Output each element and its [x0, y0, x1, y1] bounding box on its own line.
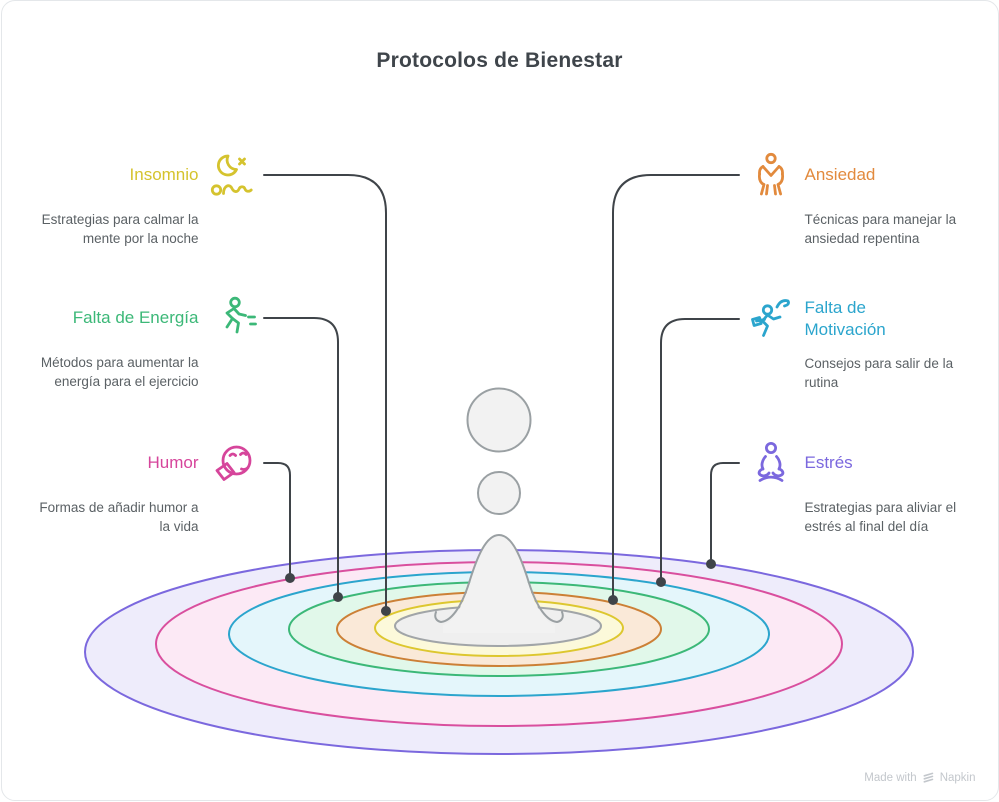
splash-column-outline [433, 533, 564, 624]
anxious-person-icon [747, 151, 795, 199]
item-insomnio-label: Insomnio [129, 164, 199, 184]
droplet-small [476, 471, 521, 515]
item-energia-label: Falta de Energía [72, 307, 199, 327]
connector-dot-energia [332, 592, 343, 602]
connector-dot-insomnio [380, 606, 391, 616]
connector-energia [262, 317, 339, 598]
item-motivacion-label: Falta de Motivación [804, 297, 886, 339]
item-estres: Estrés Estrategias para aliviar el estré… [747, 437, 967, 536]
item-motivacion: Falta de Motivación Consejos para salir … [747, 293, 979, 392]
item-ansiedad: Ansiedad Técnicas para manejar la ansied… [747, 149, 967, 248]
connector-dot-ansiedad [607, 595, 618, 605]
item-motivacion-desc: Consejos para salir de la rutina [804, 356, 954, 391]
splash-column-fill [442, 536, 555, 633]
item-humor-label: Humor [147, 452, 199, 472]
item-ansiedad-label: Ansiedad [804, 164, 876, 184]
connector-motivacion [659, 318, 740, 583]
item-insomnio: Insomnio Estrategias para calmar la ment… [37, 149, 257, 248]
page-title: Protocolos de Bienestar [376, 49, 623, 72]
connector-dot-humor [284, 573, 295, 583]
runner-icon [209, 294, 257, 342]
item-energia-desc: Métodos para aumentar la energía para el… [40, 355, 199, 390]
item-energia: Falta de Energía Métodos para aumentar l… [37, 292, 257, 391]
napkin-credit[interactable]: Made with Napkin [864, 771, 975, 784]
laughing-face-icon [209, 439, 257, 487]
person-breaking-out-icon [747, 295, 795, 343]
item-estres-label: Estrés [804, 452, 853, 472]
connector-humor [262, 462, 291, 579]
item-humor-desc: Formas de añadir humor a la vida [39, 500, 199, 535]
connector-estres [709, 462, 740, 565]
sleepless-moon-icon [209, 151, 257, 199]
connector-ansiedad [611, 174, 740, 601]
meditating-person-icon [747, 439, 795, 487]
connector-dot-motivacion [655, 577, 666, 587]
napkin-logo-icon [923, 772, 933, 783]
credit-made-with: Made with [864, 771, 917, 784]
connector-insomnio [262, 174, 387, 612]
item-ansiedad-desc: Técnicas para manejar la ansiedad repent… [804, 212, 957, 247]
credit-brand: Napkin [939, 771, 976, 784]
droplet-large [466, 387, 531, 453]
connector-dot-estres [705, 559, 716, 569]
item-humor: Humor Formas de añadir humor a la vida [37, 437, 257, 536]
item-insomnio-desc: Estrategias para calmar la mente por la … [41, 212, 199, 247]
item-estres-desc: Estrategias para aliviar el estrés al fi… [804, 500, 957, 535]
